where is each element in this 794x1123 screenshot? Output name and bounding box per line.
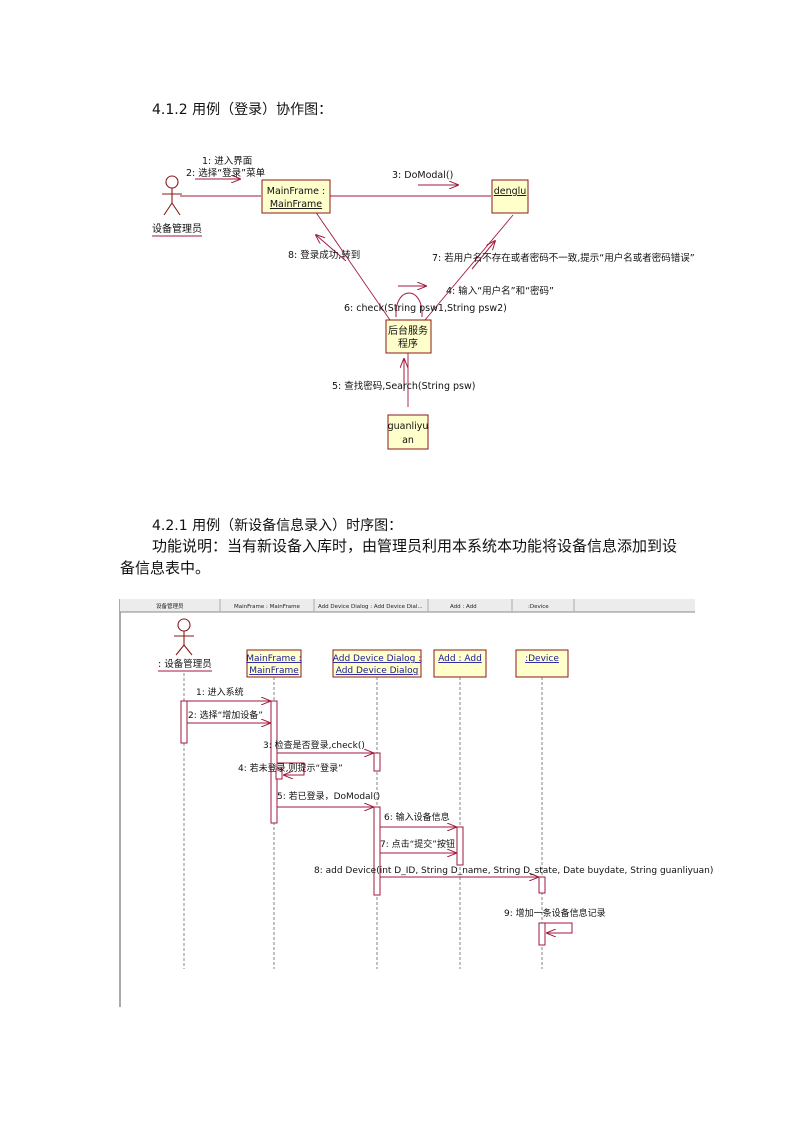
message-7: 7: 若用户名不存在或者密码不一致,提示“用户名或者密码错误” xyxy=(432,252,695,264)
activation-add xyxy=(456,826,464,866)
object-guanliyuan: guanliyu an xyxy=(387,414,429,450)
object-mainframe: MainFrame : MainFrame xyxy=(246,649,302,678)
message-2: 2: 选择“登录”菜单 xyxy=(186,167,266,179)
message-3: 3: DoModal() xyxy=(392,170,453,181)
svg-text:后台服务: 后台服务 xyxy=(388,324,428,337)
message-1: 1: 进入系统 xyxy=(196,686,244,698)
svg-text:Add Device Dialog: Add Device Dialog xyxy=(336,666,419,676)
svg-text:MainFrame :: MainFrame : xyxy=(246,654,301,664)
message-6: 6: 输入设备信息 xyxy=(384,811,450,823)
actor-label: 设备管理员 xyxy=(152,222,202,235)
actor-label: : 设备管理员 xyxy=(158,658,212,670)
message-4: 4: 若未登录,则提示“登录” xyxy=(238,762,343,774)
svg-text:MainFrame: MainFrame xyxy=(270,199,322,210)
object-add-device-dialog: Add Device Dialog : Add Device Dialog xyxy=(332,649,422,678)
object-device: :Device xyxy=(515,649,569,678)
svg-text:guanliyu: guanliyu xyxy=(388,421,429,432)
svg-text:MainFrame: MainFrame xyxy=(249,666,299,676)
activation-dialog-1 xyxy=(373,752,381,772)
activation-device-1 xyxy=(538,876,546,894)
message-1: 1: 进入界面 xyxy=(202,156,252,167)
tab-actor[interactable]: 设备管理员 xyxy=(156,602,184,610)
section-heading-sequence: 4.2.1 用例（新设备信息录入）时序图： xyxy=(152,518,403,534)
tab-device[interactable]: :Device xyxy=(528,604,549,610)
activation-dialog-2 xyxy=(373,806,381,896)
svg-text:Add : Add: Add : Add xyxy=(438,654,482,664)
actor-icon xyxy=(162,175,182,216)
svg-text:MainFrame :: MainFrame : xyxy=(267,186,326,197)
svg-text:程序: 程序 xyxy=(398,337,418,350)
tab-add-device-dialog[interactable]: Add Device Dialog : Add Device Dial... xyxy=(318,604,423,610)
tab-mainframe[interactable]: MainFrame : MainFrame xyxy=(234,604,300,610)
object-add: Add : Add xyxy=(433,649,487,678)
collaboration-diagram: 设备管理员 1: 进入界面 2: 选择“登录”菜单 3: DoModal() 8… xyxy=(152,156,695,450)
message-4: 4: 输入“用户名”和“密码” xyxy=(446,285,554,297)
message-9: 9: 增加一条设备信息记录 xyxy=(504,907,606,919)
message-5: 5: 若已登录，DoModal() xyxy=(277,790,380,802)
activation-device-2 xyxy=(538,922,546,946)
message-5: 5: 查找密码,Search(String psw) xyxy=(332,380,475,392)
object-server: 后台服务 程序 xyxy=(385,319,432,354)
message-8: 8: add Device(int D_ID, String D_name, S… xyxy=(314,866,713,876)
svg-text::Device: :Device xyxy=(525,654,559,664)
object-mainframe: MainFrame : MainFrame xyxy=(261,179,331,214)
actor-icon xyxy=(174,618,194,656)
svg-text:an: an xyxy=(402,435,414,446)
message-7: 7: 点击“提交”按钮 xyxy=(380,838,455,850)
activation-actor xyxy=(180,700,188,744)
section-heading-collaboration: 4.1.2 用例（登录）协作图： xyxy=(152,102,333,118)
svg-text:denglu: denglu xyxy=(494,186,527,197)
object-denglu: denglu xyxy=(491,179,529,214)
activation-mainframe xyxy=(270,700,278,824)
message-6: 6: check(String psw1,String psw2) xyxy=(344,303,507,314)
message-3: 3: 检查是否登录,check() xyxy=(263,739,365,751)
svg-text:Add Device Dialog :: Add Device Dialog : xyxy=(333,654,421,664)
sequence-diagram: 设备管理员 MainFrame : MainFrame Add Device D… xyxy=(119,599,713,1007)
message-2: 2: 选择“增加设备” xyxy=(188,709,263,721)
message-8: 8: 登录成功,转到 xyxy=(288,249,360,261)
function-description: 功能说明：当有新设备入库时，由管理员利用本系统本功能将设备信息添加到设备信息表中… xyxy=(120,537,678,577)
tab-add[interactable]: Add : Add xyxy=(450,604,477,610)
